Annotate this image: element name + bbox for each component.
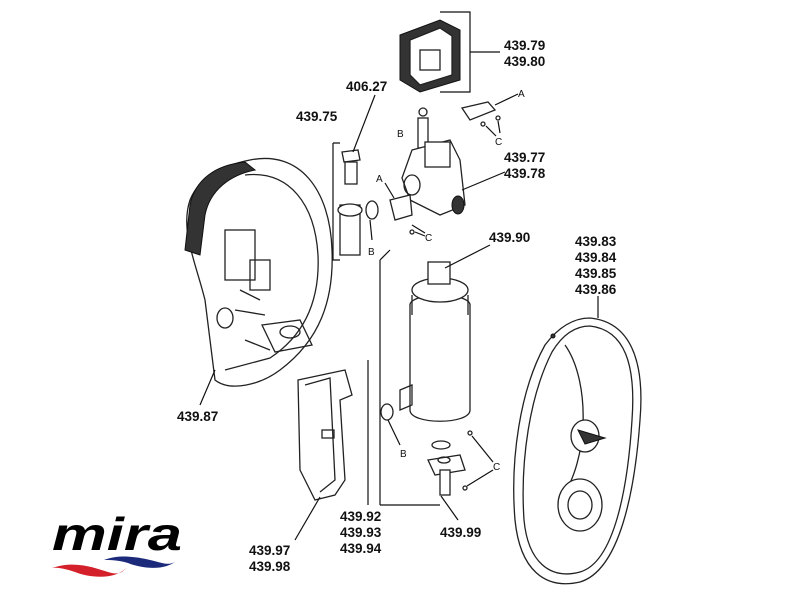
label-439-98: 439.98 <box>249 559 291 574</box>
inlet-filter-part <box>341 94 376 185</box>
side-trim-part <box>294 369 353 541</box>
label-439-86: 439.86 <box>575 282 617 297</box>
label-439-75: 439.75 <box>296 109 338 124</box>
label-c-mid: C <box>425 233 432 244</box>
logo-wave-red <box>52 564 126 577</box>
heater-tank-part <box>367 244 491 505</box>
label-b-mid: B <box>368 247 375 258</box>
label-439-97: 439.97 <box>249 543 290 558</box>
label-b-top: B <box>397 129 404 140</box>
front-cover-part <box>513 296 642 585</box>
logo-wordmark: mira <box>52 508 182 560</box>
label-439-85: 439.85 <box>575 266 617 281</box>
mira-logo: mira <box>52 508 182 577</box>
label-439-94: 439.94 <box>340 541 382 556</box>
label-b-low: B <box>400 449 407 460</box>
backplate-leader <box>199 369 216 406</box>
label-439-92: 439.92 <box>340 509 381 524</box>
label-439-99: 439.99 <box>440 525 481 540</box>
outlet-assembly-part <box>380 403 494 521</box>
label-439-93: 439.93 <box>340 525 382 540</box>
label-406-27: 406.27 <box>346 79 387 94</box>
label-439-83: 439.83 <box>575 234 617 249</box>
label-439-79: 439.79 <box>504 38 545 53</box>
label-439-78: 439.78 <box>504 166 546 181</box>
label-439-87: 439.87 <box>177 409 218 424</box>
clip-mid-part <box>384 182 426 237</box>
backplate-part <box>184 157 333 387</box>
inlet-elbow-part <box>332 142 379 261</box>
solenoid-valve-part <box>401 107 506 216</box>
label-439-77: 439.77 <box>504 150 545 165</box>
label-a-mid: A <box>376 174 383 185</box>
label-439-84: 439.84 <box>575 250 617 265</box>
label-a-top: A <box>518 89 525 100</box>
logo-wave-blue <box>104 556 177 568</box>
pump-assembly-part <box>399 11 500 93</box>
clip-part <box>460 93 519 137</box>
label-439-90: 439.90 <box>489 230 530 245</box>
label-439-80: 439.80 <box>504 54 545 69</box>
label-c-top: C <box>495 137 502 148</box>
label-c-low: C <box>493 462 500 473</box>
